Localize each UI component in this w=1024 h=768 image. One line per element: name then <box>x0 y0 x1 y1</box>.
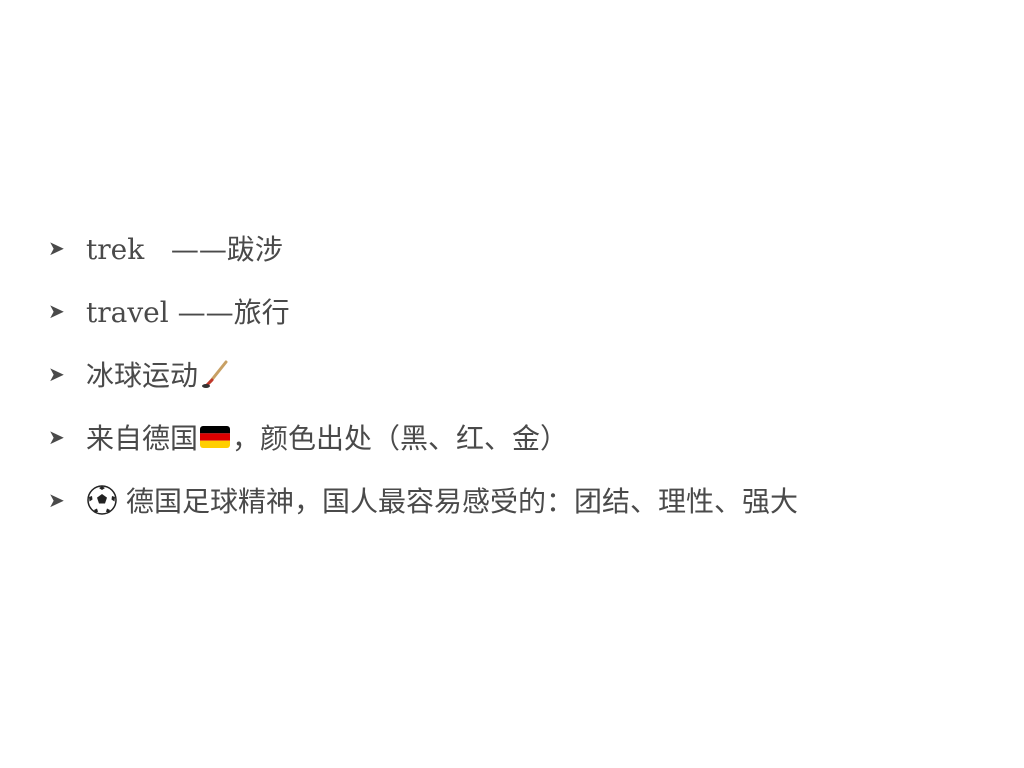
bullet-item-travel: ➤ travel ——旅行 <box>48 279 798 342</box>
bullet-text-germany-before: 来自德国 <box>86 421 199 455</box>
bullet-text-germany-after: ，颜色出处（黑、红、金） <box>232 421 569 455</box>
bullet-item-trek: ➤ trek ——跋涉 <box>48 216 798 279</box>
bullet-text-travel: travel ——旅行 <box>86 295 290 329</box>
bullet-arrow-icon: ➤ <box>48 298 65 323</box>
soccer-ball-icon <box>87 484 117 515</box>
bullet-arrow-icon: ➤ <box>48 487 65 512</box>
bullet-arrow-icon: ➤ <box>48 235 65 260</box>
bullet-arrow-icon: ➤ <box>48 361 65 386</box>
bullet-item-germany: ➤ 来自德国 ，颜色出处（黑、红、金） <box>48 405 798 468</box>
bullet-item-hockey: ➤ 冰球运动 <box>48 342 798 405</box>
bullet-text-trek: trek ——跋涉 <box>86 232 283 266</box>
german-flag-icon <box>200 425 231 448</box>
bullet-text-football: 德国足球精神，国人最容易感受的：团结、理性、强大 <box>126 484 799 518</box>
bullet-text-hockey: 冰球运动 <box>86 358 199 392</box>
bullet-list: ➤ trek ——跋涉 ➤ travel ——旅行 ➤ 冰球运动 ➤ 来自德国 <box>48 216 798 531</box>
ice-hockey-icon <box>202 360 228 388</box>
bullet-item-football: ➤ 德国足球精神，国人最容易感受的：团结、理性、强大 <box>48 468 798 531</box>
bullet-arrow-icon: ➤ <box>48 424 65 449</box>
